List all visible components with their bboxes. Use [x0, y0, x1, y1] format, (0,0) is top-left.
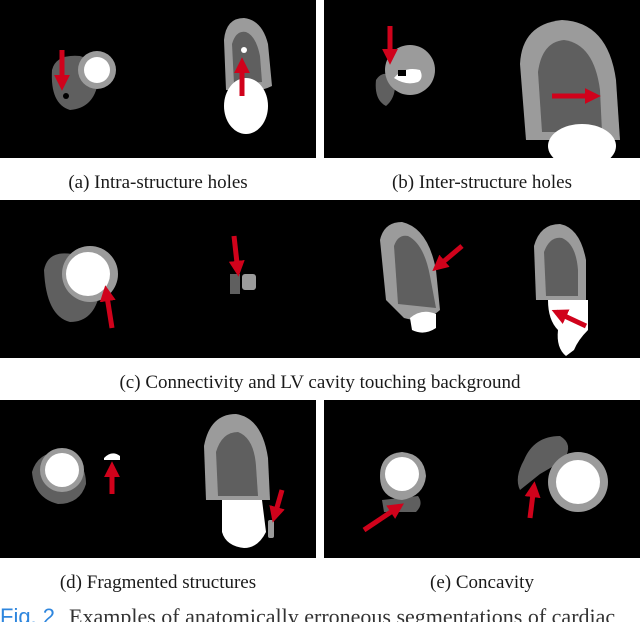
arrow [228, 235, 245, 277]
caption-e: (e) Concavity [430, 572, 534, 593]
rv-cavity-long-axis [410, 311, 436, 333]
panel-e-image [324, 400, 640, 558]
panel-a-image [0, 0, 316, 158]
myocardium-ring [242, 274, 256, 290]
rv-cavity-shape [556, 460, 600, 504]
panel-c-image [0, 200, 640, 358]
caption-c: (c) Connectivity and LV cavity touching … [119, 372, 521, 393]
lv-cavity-shape [517, 436, 569, 490]
rv-cavity-long-axis [548, 300, 588, 356]
figure-caption: Fig. 2 Examples of anatomically erroneous… [0, 604, 640, 622]
rv-cavity-shape [45, 453, 79, 487]
hole-marker [241, 47, 247, 53]
lv-cavity-long-axis [216, 432, 258, 496]
arrow [551, 309, 588, 329]
rv-cavity-long-axis [224, 78, 268, 134]
panel-b-image [324, 0, 640, 158]
hole-marker [398, 70, 406, 76]
caption-a: (a) Intra-structure holes [68, 172, 248, 193]
hole-marker [63, 93, 69, 99]
lv-cavity-shape [230, 274, 240, 294]
arrow [99, 285, 116, 329]
caption-d: (d) Fragmented structures [59, 572, 257, 593]
figure-label: Fig. 2 [0, 604, 56, 622]
caption-b: (b) Inter-structure holes [391, 172, 573, 193]
rv-cavity-long-axis [548, 124, 616, 158]
rv-cavity-shape [84, 57, 110, 83]
arrow [432, 244, 464, 272]
panel-d-image [0, 400, 316, 558]
arrow [362, 503, 404, 533]
fragment [104, 453, 120, 460]
figure-caption-text: Examples of anatomically erroneous segme… [69, 604, 616, 622]
lv-cavity-long-axis [538, 40, 602, 132]
rv-cavity-shape [66, 252, 110, 296]
fragment [268, 520, 274, 538]
arrow [524, 481, 541, 519]
lv-cavity-long-axis [544, 237, 578, 296]
lv-cavity-long-axis [394, 235, 436, 308]
rv-cavity-long-axis [222, 500, 266, 548]
arrow [269, 489, 285, 523]
rv-cavity-shape [385, 457, 419, 491]
